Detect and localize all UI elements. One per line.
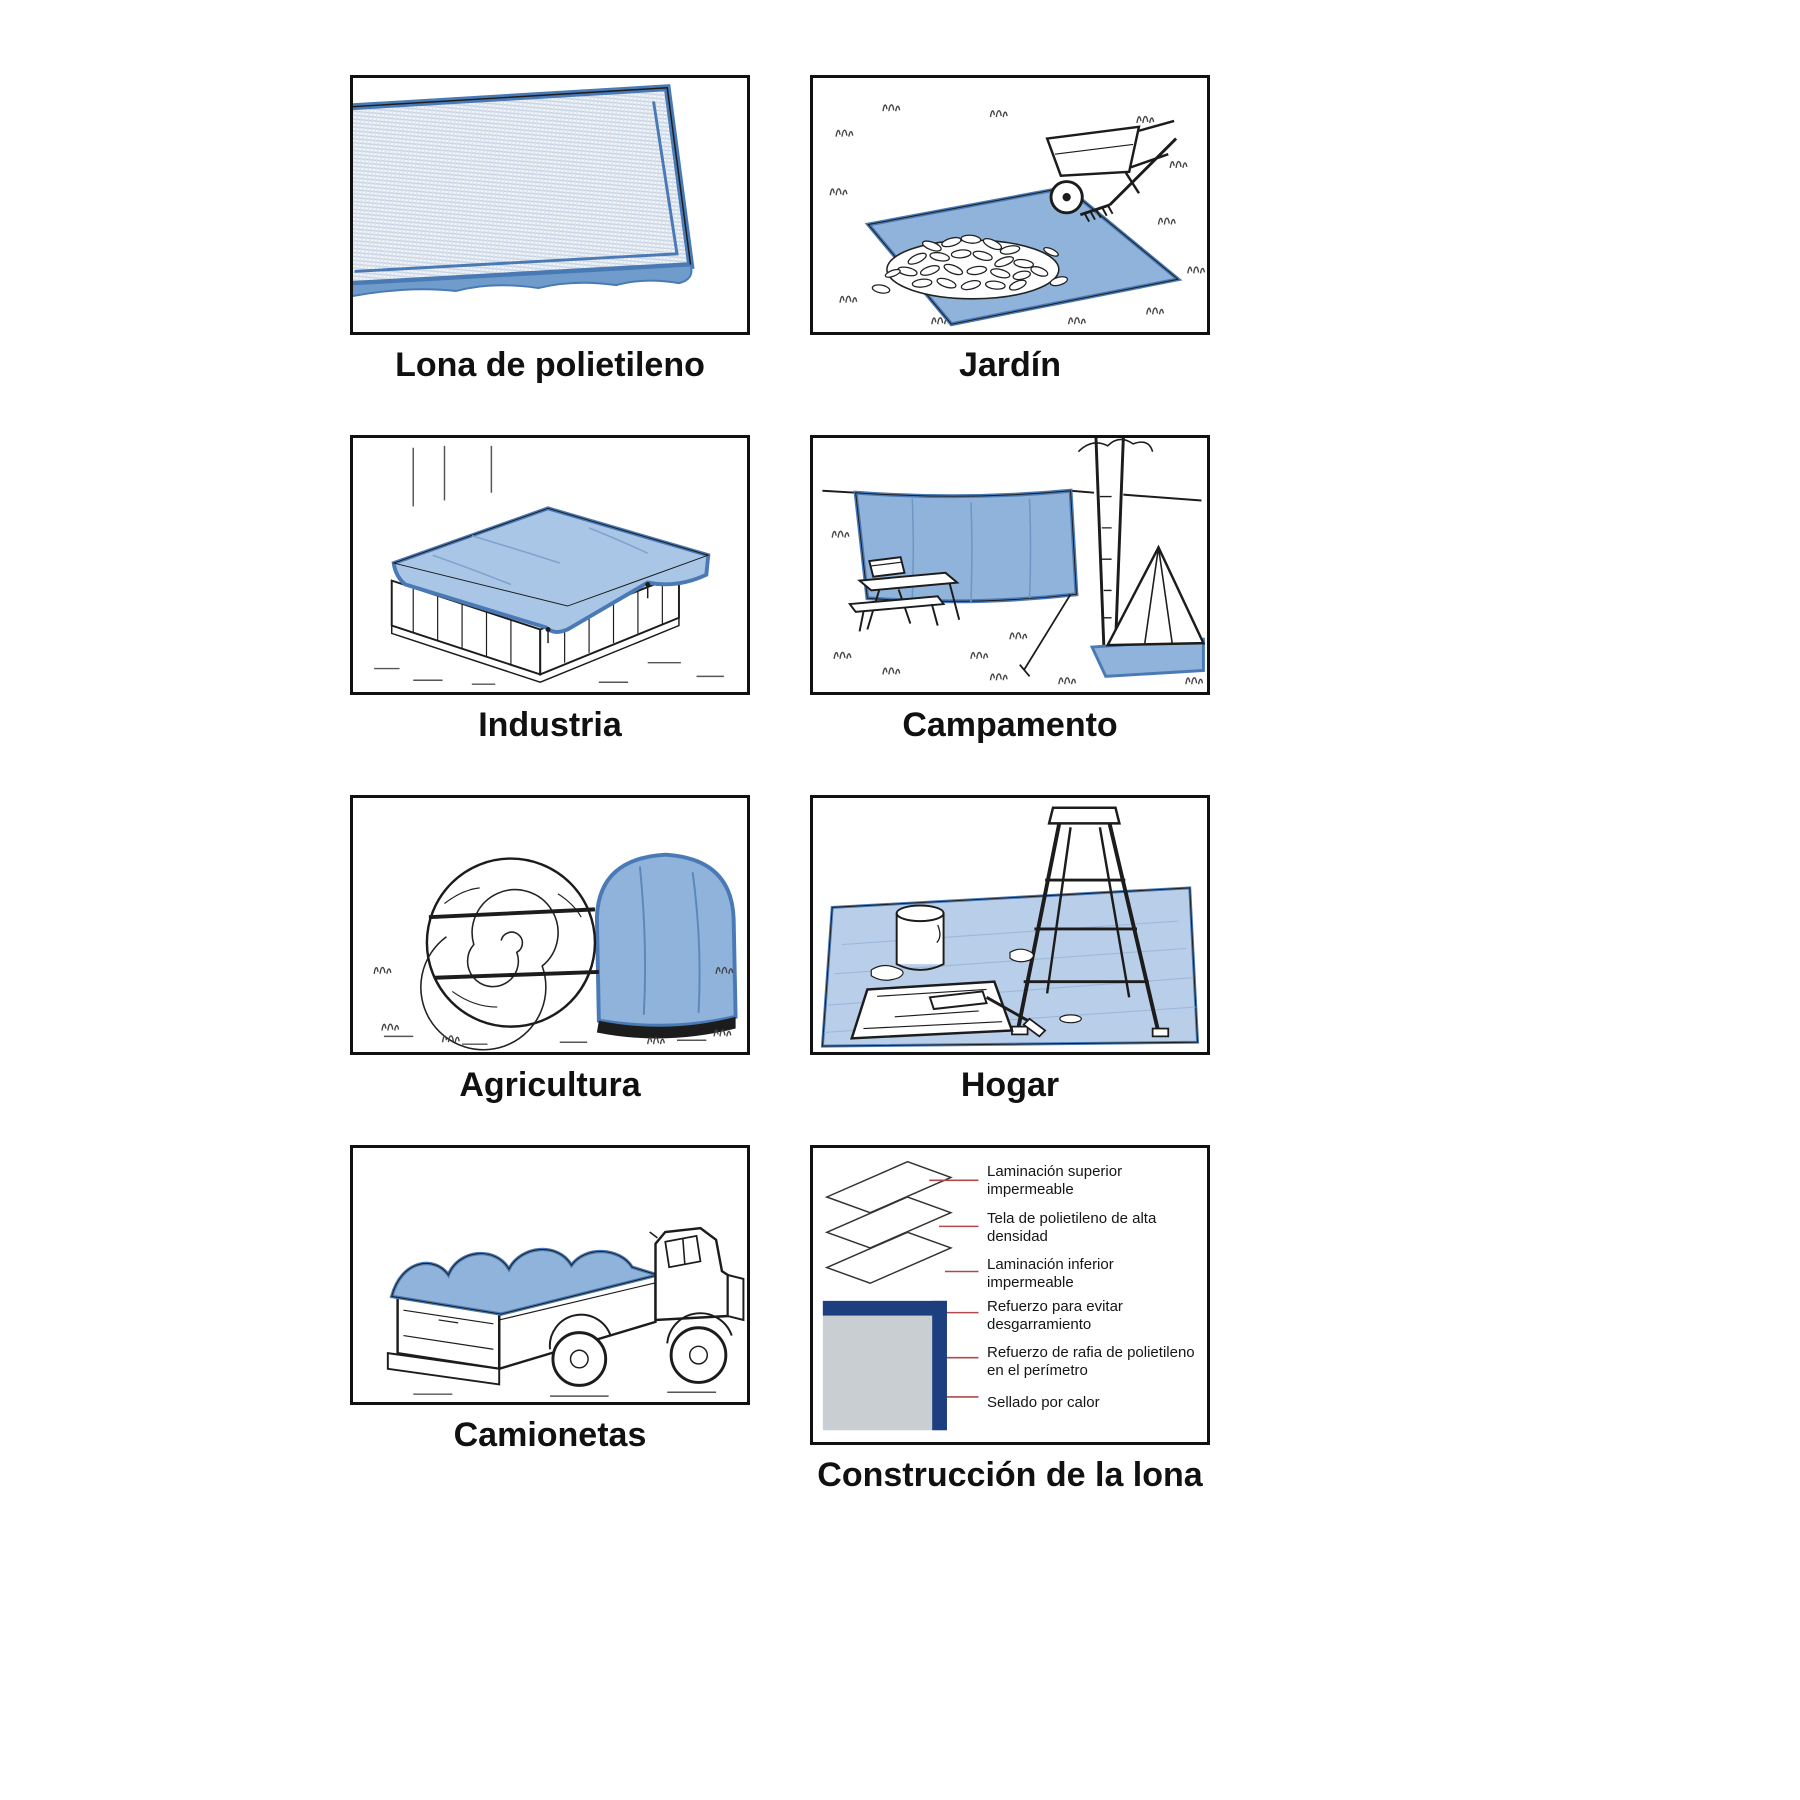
panel-agricultura bbox=[350, 795, 750, 1055]
tarp-illustration bbox=[353, 84, 695, 298]
panel-lona bbox=[350, 75, 750, 335]
caption-campamento: Campamento bbox=[902, 706, 1118, 744]
panel-industria bbox=[350, 435, 750, 695]
home-illustration bbox=[820, 806, 1200, 1048]
paint-spills bbox=[870, 948, 1082, 1024]
callout-tela-polietileno: Tela de polietileno de alta densidad bbox=[987, 1210, 1157, 1245]
garden-illustration bbox=[829, 104, 1206, 327]
caption-lona: Lona de polietileno bbox=[395, 346, 705, 384]
tarp-cross-section-diagram bbox=[822, 1160, 979, 1431]
panel-camionetas bbox=[350, 1145, 750, 1405]
callout-laminacion-inferior: Laminación inferior impermeable bbox=[987, 1256, 1114, 1291]
tent bbox=[1089, 544, 1206, 678]
caption-camionetas: Camionetas bbox=[453, 1416, 647, 1454]
covered-crate bbox=[390, 573, 680, 684]
agriculture-illustration bbox=[373, 852, 738, 1051]
tarp-folded-edge bbox=[353, 264, 693, 298]
hay-bale bbox=[420, 857, 599, 1051]
pickup-truck-illustration bbox=[386, 1226, 745, 1397]
paint-can bbox=[895, 904, 945, 971]
callout-refuerzo-desgarramiento: Refuerzo para evitar desgarramiento bbox=[987, 1298, 1123, 1333]
camping-illustration bbox=[822, 438, 1206, 685]
layer-sheets bbox=[824, 1160, 953, 1285]
panel-campamento bbox=[810, 435, 1210, 695]
stepladder bbox=[1011, 806, 1170, 1038]
edge-cross-section bbox=[822, 1300, 947, 1431]
caption-industria: Industria bbox=[478, 706, 622, 744]
tarped-bale bbox=[594, 852, 738, 1039]
caption-agricultura: Agricultura bbox=[459, 1066, 641, 1104]
callout-laminacion-superior: Laminación superior impermeable bbox=[987, 1163, 1123, 1198]
leaf-pile bbox=[871, 234, 1069, 300]
panel-hogar bbox=[810, 795, 1210, 1055]
bale-shadow bbox=[596, 1016, 736, 1039]
rake bbox=[1079, 137, 1178, 223]
crate-tarp bbox=[391, 506, 711, 644]
panel-construccion: Laminación superior impermeable Tela de … bbox=[810, 1145, 1210, 1445]
caption-construccion: Construcción de la lona bbox=[817, 1456, 1203, 1494]
callout-refuerzo-rafia: Refuerzo de rafia de polietileno en el p… bbox=[987, 1344, 1195, 1379]
industry-illustration bbox=[374, 445, 724, 685]
caption-jardin: Jardín bbox=[958, 346, 1062, 384]
tree bbox=[1077, 438, 1154, 646]
roller-tray bbox=[850, 980, 1047, 1040]
panel-jardin bbox=[810, 75, 1210, 335]
pickup-truck bbox=[386, 1226, 745, 1387]
caption-hogar: Hogar bbox=[960, 1066, 1060, 1104]
leader-lines bbox=[929, 1179, 979, 1398]
picnic-table bbox=[847, 556, 961, 632]
wheelbarrow bbox=[1045, 119, 1175, 215]
guy-line bbox=[1019, 593, 1072, 677]
callout-sellado-calor: Sellado por calor bbox=[987, 1394, 1100, 1411]
